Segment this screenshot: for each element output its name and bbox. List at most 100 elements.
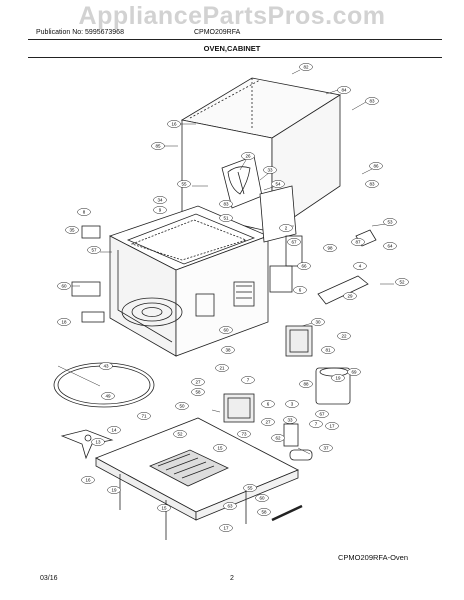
callout-number: 34 [157, 198, 163, 203]
part-callout: 37 [319, 444, 333, 452]
callout-number: 17 [329, 424, 335, 429]
base-plate [95, 417, 299, 521]
callout-number: 62 [275, 436, 281, 441]
callout-number: 81 [325, 348, 331, 353]
callout-number: 19 [335, 376, 341, 381]
part-callout: 7 [309, 420, 323, 428]
part-callout: 33 [283, 416, 297, 424]
section-title: OVEN,CABINET [203, 44, 261, 53]
callout-number: 16 [85, 478, 91, 483]
part-callout: 14 [107, 426, 121, 434]
part-callout: 87 [351, 238, 365, 246]
part-callout: 51 [219, 214, 233, 222]
callout-number: 83 [369, 99, 375, 104]
callout-number: 4 [359, 264, 362, 269]
part-callout: 33 [263, 166, 277, 174]
callout-number: 98 [327, 246, 333, 251]
part-callout: 58 [257, 508, 271, 516]
part-callout: 86 [369, 162, 383, 170]
callout-number: 33 [287, 418, 293, 423]
callout-number: 87 [355, 240, 361, 245]
callout-number: 60 [259, 496, 265, 501]
callout-number: 60 [61, 284, 67, 289]
part-callout: 60 [255, 494, 269, 502]
callout-number: 7 [247, 378, 250, 383]
part-callout: 62 [271, 434, 285, 442]
part-callout: 83 [365, 97, 379, 105]
page-number: 2 [230, 575, 234, 582]
callout-number: 54 [275, 182, 281, 187]
callout-number: 21 [219, 366, 225, 371]
part-callout: 57 [87, 246, 101, 254]
part-callout: 98 [323, 244, 337, 252]
part-callout: 6 [293, 286, 307, 294]
part-callout: 15 [213, 444, 227, 452]
part-callout: 55 [243, 484, 257, 492]
part-callout: 43 [99, 362, 113, 370]
callout-number: 19 [111, 488, 117, 493]
part-callout: 8 [77, 208, 91, 216]
publication-number: Publication No: 5995673968 [36, 29, 124, 36]
callout-number: 55 [181, 182, 187, 187]
callout-number: 35 [69, 228, 75, 233]
callout-number: 43 [103, 364, 109, 369]
callout-number: 15 [161, 506, 167, 511]
part-callout: 53 [383, 218, 397, 226]
part-callout: 3 [285, 400, 299, 408]
callout-number: 38 [225, 348, 231, 353]
part-callout: 50 [175, 402, 189, 410]
callout-number: 57 [91, 248, 97, 253]
transformer [223, 325, 351, 423]
callout-number: 9 [159, 208, 162, 213]
callout-number: 66 [301, 264, 307, 269]
callout-number: 17 [223, 526, 229, 531]
callout-number: 16 [171, 122, 177, 127]
part-callout: 9 [153, 206, 167, 214]
callout-number: 26 [245, 154, 251, 159]
part-callout: 54 [271, 180, 285, 188]
callout-number: 14 [111, 428, 117, 433]
diagram-caption: CPMO209RFA-Oven [338, 553, 409, 562]
callout-number: 64 [387, 244, 393, 249]
part-callout: 84 [337, 86, 351, 94]
part-callout: 2 [279, 224, 293, 232]
callout-number: 51 [223, 216, 229, 221]
part-callout: 18 [57, 318, 71, 326]
callout-number: 69 [351, 370, 357, 375]
part-callout: 55 [177, 180, 191, 188]
part-callout: 16 [81, 476, 95, 484]
part-callout: 35 [65, 226, 79, 234]
part-callout: 67 [287, 238, 301, 246]
part-callout: 27 [191, 378, 205, 386]
coupler [60, 429, 114, 460]
callout-number: 27 [195, 380, 201, 385]
part-callout: 22 [337, 332, 351, 340]
callout-number: 30 [315, 320, 321, 325]
part-callout: 52 [173, 430, 187, 438]
part-callout: 15 [157, 504, 171, 512]
callout-number: 85 [155, 144, 161, 149]
part-callout: 52 [395, 278, 409, 286]
callout-number: 82 [303, 65, 309, 70]
callout-number: 3 [291, 402, 294, 407]
callout-number: 33 [267, 168, 273, 173]
part-callout: 63 [223, 502, 237, 510]
part-callout: 34 [153, 196, 167, 204]
part-callout: 66 [297, 262, 311, 270]
part-callout: 13 [91, 438, 105, 446]
part-callout: 64 [383, 242, 397, 250]
callout-number: 29 [347, 294, 353, 299]
part-callout: 26 [241, 152, 255, 160]
part-callout: 85 [151, 142, 165, 150]
part-callout: 71 [137, 412, 151, 420]
part-callout: 7 [241, 376, 255, 384]
part-callout: 67 [315, 410, 329, 418]
part-callout: 83 [219, 200, 233, 208]
callout-number: 15 [217, 446, 223, 451]
header-rule [28, 39, 442, 40]
callout-number: 83 [369, 182, 375, 187]
part-callout: 4 [353, 262, 367, 270]
part-callout: 82 [299, 63, 313, 71]
